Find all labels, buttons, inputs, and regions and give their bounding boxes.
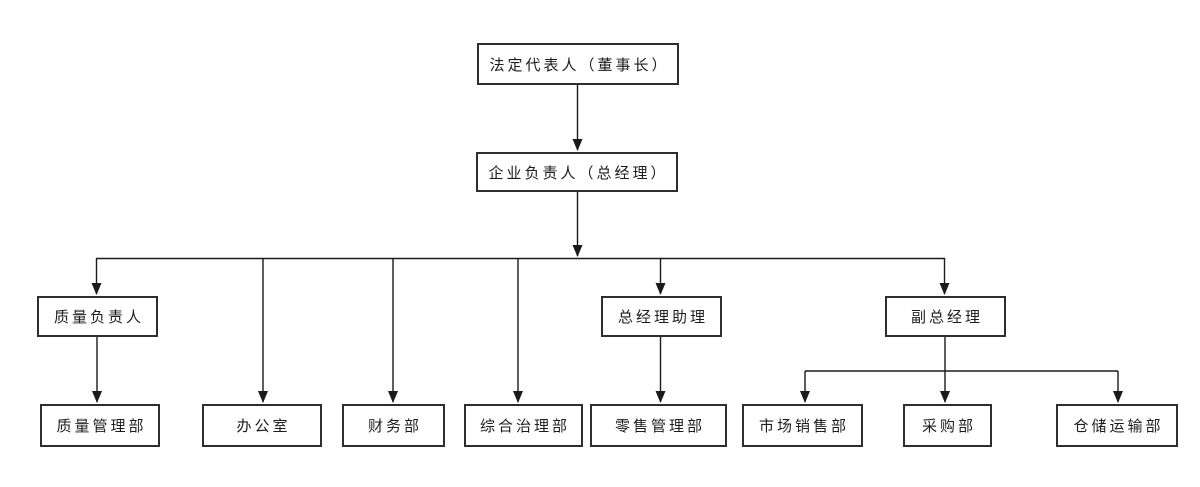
node-enterprise-head-general-manager: 企业负责人（总经理） xyxy=(476,152,678,192)
node-gm-assistant: 总经理助理 xyxy=(601,296,722,337)
node-legal-representative-chairman: 法定代表人（董事长） xyxy=(477,43,679,85)
node-market-sales-dept: 市场销售部 xyxy=(742,404,863,447)
node-purchasing-dept: 采购部 xyxy=(903,404,992,447)
node-quality-head: 质量负责人 xyxy=(37,296,158,337)
node-quality-management-dept: 质量管理部 xyxy=(40,404,160,447)
node-deputy-general-manager: 副总经理 xyxy=(885,296,1006,337)
node-retail-management-dept: 零售管理部 xyxy=(590,404,727,447)
node-warehouse-transport-dept: 仓储运输部 xyxy=(1056,404,1178,447)
node-finance-dept: 财务部 xyxy=(342,404,445,447)
node-office: 办公室 xyxy=(202,404,322,447)
node-comprehensive-governance-dept: 综合治理部 xyxy=(464,404,583,447)
